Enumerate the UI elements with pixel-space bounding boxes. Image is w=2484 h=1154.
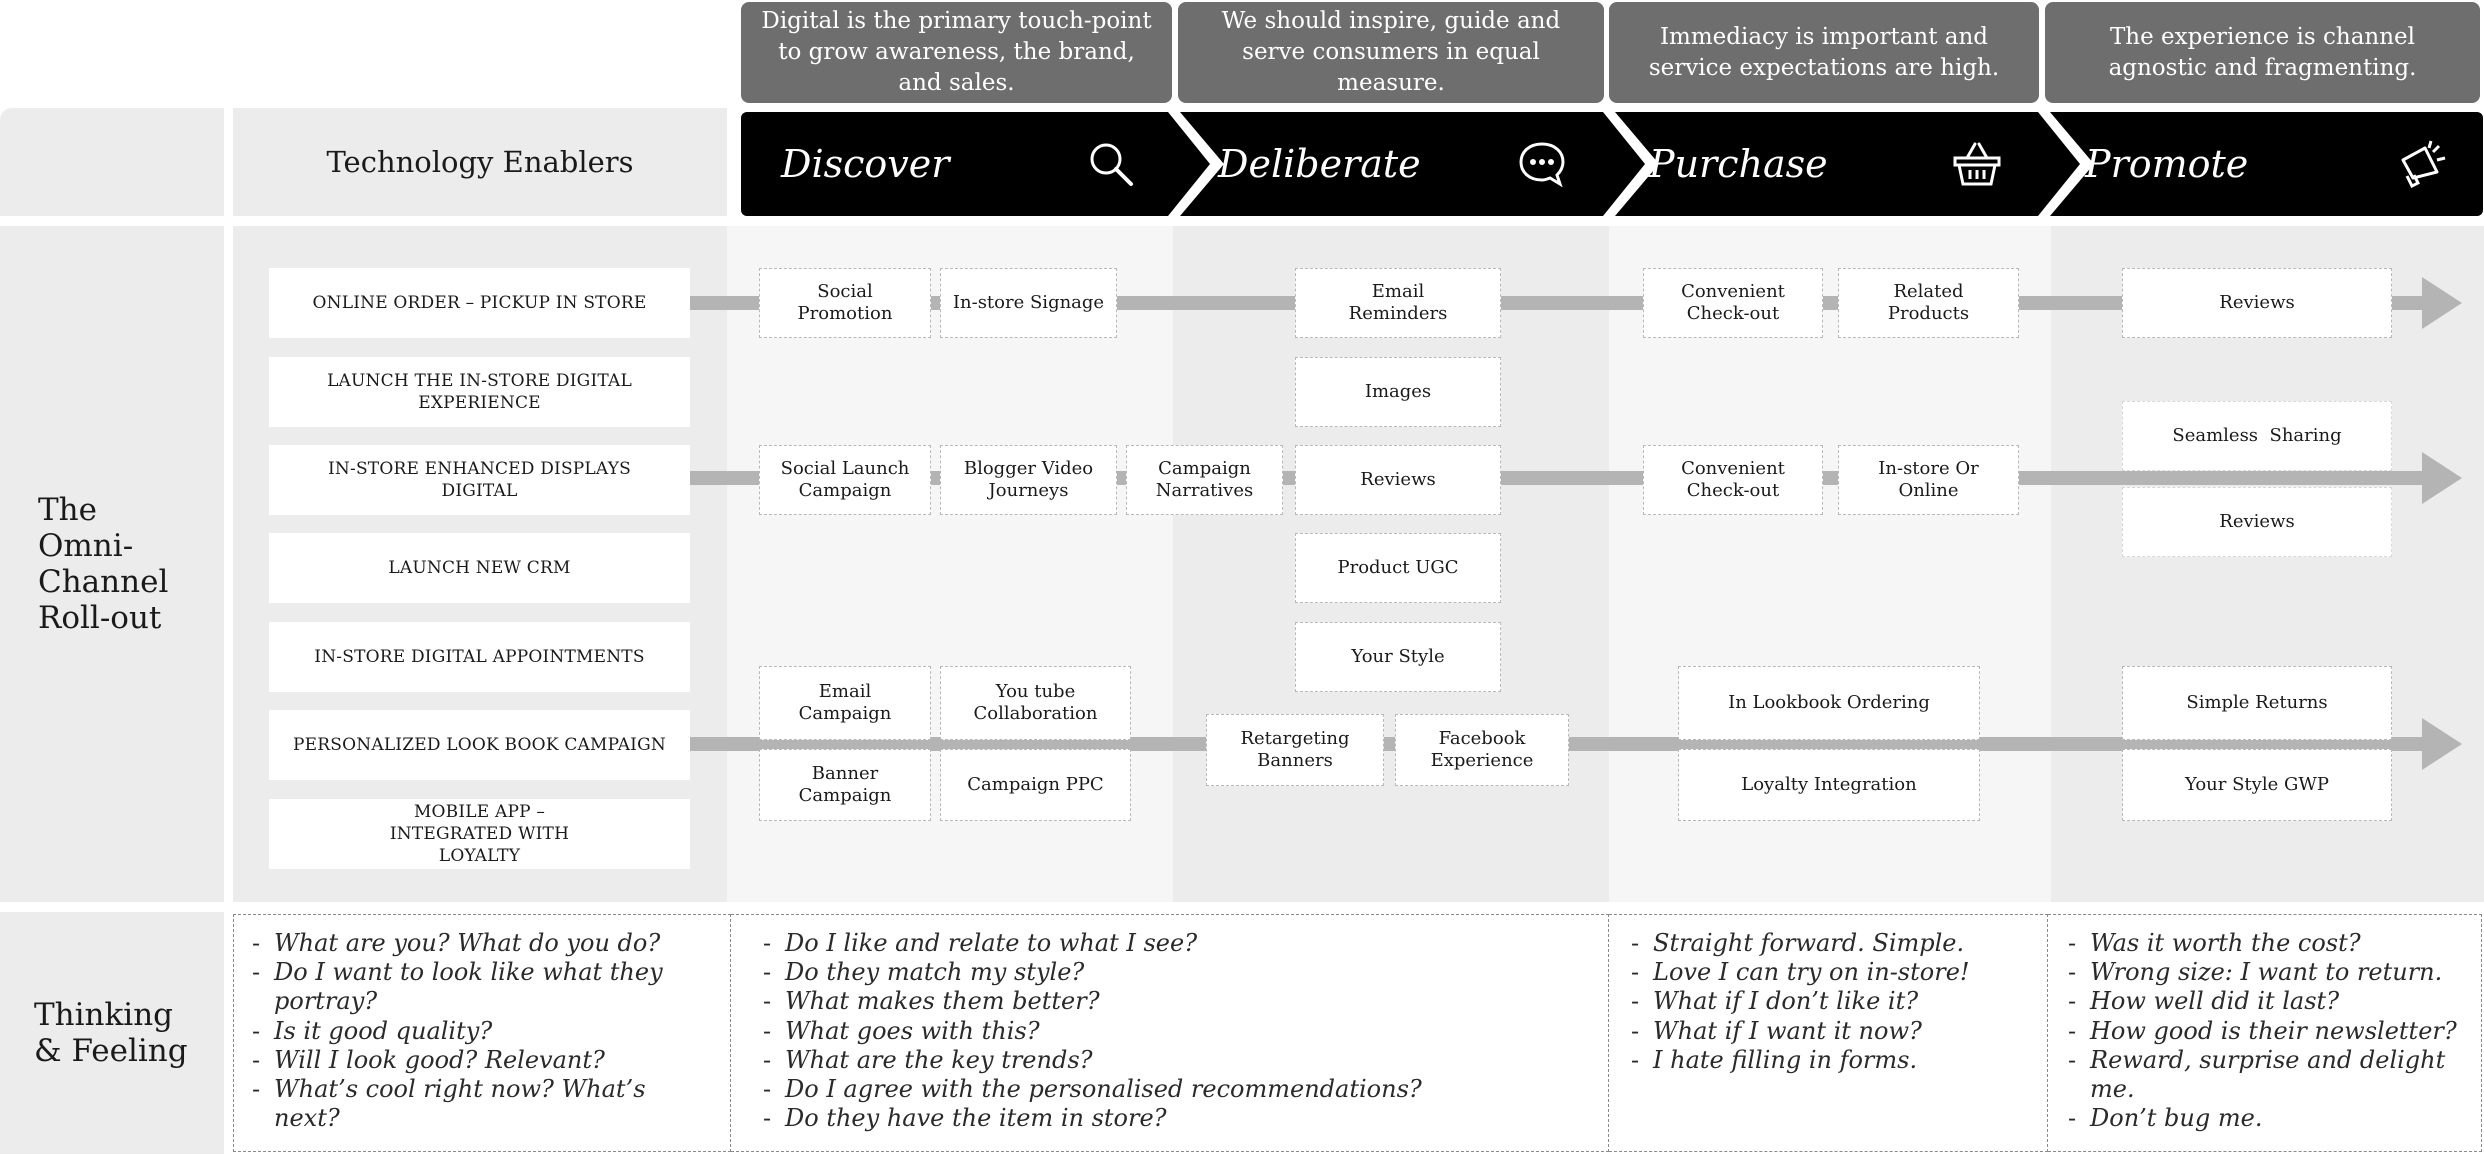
header-corner [0, 108, 224, 216]
stage-purchase-label: Purchase [1649, 142, 1828, 186]
thought-item: What’s cool right now? What’s next? [234, 1075, 716, 1133]
thought-item: Straight forward. Simple. [1613, 929, 2047, 958]
thinking-discover: What are you? What do you do? Do I want … [233, 914, 731, 1152]
touchpoint-box: Seamless Sharing [2122, 401, 2392, 471]
thought-item: What are you? What do you do? [234, 929, 716, 958]
thinking-deliberate-list: Do I like and relate to what I see? Do t… [731, 915, 1608, 1134]
thought-item: Don’t bug me. [2050, 1104, 2481, 1133]
thought-item: Do they match my style? [745, 958, 1608, 987]
stage-promote: Promote [2045, 112, 2483, 216]
stage-promote-label: Promote [2085, 142, 2249, 186]
arrow-head-lane-3 [2422, 718, 2462, 770]
speech-bubble-icon [1516, 138, 1568, 190]
thought-item: What goes with this? [745, 1017, 1608, 1046]
touchpoint-box: In Lookbook Ordering [1678, 666, 1980, 740]
stage-discover: Discover [741, 112, 1173, 216]
technology-enablers-header: Technology Enablers [233, 108, 727, 216]
touchpoint-box: In-store Or Online [1838, 445, 2019, 515]
touchpoint-box: Related Products [1838, 268, 2019, 338]
enabler-item: PERSONALIZED LOOK BOOK CAMPAIGN [269, 710, 690, 780]
callout-deliberate: We should inspire, guide and serve consu… [1178, 2, 1604, 103]
thought-item: What makes them better? [745, 987, 1608, 1016]
thinking-deliberate: Do I like and relate to what I see? Do t… [731, 914, 1609, 1152]
touchpoint-box: Email Campaign [759, 666, 931, 740]
stage-purchase: Purchase [1609, 112, 2039, 216]
enabler-item: IN-STORE DIGITAL APPOINTMENTS [269, 622, 690, 692]
thought-item: Is it good quality? [234, 1017, 716, 1046]
enabler-item: LAUNCH NEW CRM [269, 533, 690, 603]
thinking-purchase: Straight forward. Simple. Love I can try… [1609, 914, 2048, 1152]
arrow-head-lane-1 [2422, 277, 2462, 329]
chevron-separators [1168, 112, 2094, 216]
enabler-item: LAUNCH THE IN-STORE DIGITAL EXPERIENCE [269, 357, 690, 427]
callout-promote: The experience is channel agnostic and f… [2045, 2, 2480, 103]
enabler-item: IN-STORE ENHANCED DISPLAYS DIGITAL [269, 445, 690, 515]
thought-item: Love I can try on in-store! [1613, 958, 2047, 987]
stage-discover-label: Discover [781, 142, 950, 186]
touchpoint-box: Convenient Check-out [1643, 268, 1823, 338]
thought-item: What if I don’t like it? [1613, 987, 2047, 1016]
touchpoint-box: Reviews [2122, 268, 2392, 338]
callout-discover: Digital is the primary touch-point to gr… [741, 2, 1172, 103]
touchpoint-box: Product UGC [1295, 533, 1501, 603]
touchpoint-box: Simple Returns [2122, 666, 2392, 740]
thought-item: Was it worth the cost? [2050, 929, 2481, 958]
touchpoint-box: Social Promotion [759, 268, 931, 338]
touchpoint-box: Social Launch Campaign [759, 445, 931, 515]
stage-deliberate: Deliberate [1178, 112, 1604, 216]
thinking-promote-list: Was it worth the cost? Wrong size: I wan… [2048, 915, 2481, 1134]
touchpoint-box: Images [1295, 357, 1501, 427]
thought-item: Will I look good? Relevant? [234, 1046, 716, 1075]
touchpoint-box: Loyalty Integration [1678, 749, 1980, 821]
thinking-promote: Was it worth the cost? Wrong size: I wan… [2048, 914, 2482, 1152]
magnifier-icon [1085, 138, 1137, 190]
thought-item: How well did it last? [2050, 987, 2481, 1016]
thinking-feeling-label: Thinking & Feeling [0, 912, 224, 1154]
thought-item: Do I like and relate to what I see? [745, 929, 1608, 958]
touchpoint-box: Reviews [2122, 487, 2392, 557]
thinking-discover-list: What are you? What do you do? Do I want … [234, 915, 730, 1133]
touchpoint-box: Convenient Check-out [1643, 445, 1823, 515]
stage-deliberate-label: Deliberate [1218, 142, 1421, 186]
enabler-item: ONLINE ORDER – PICKUP IN STORE [269, 268, 690, 338]
thought-item: Do they have the item in store? [745, 1104, 1608, 1133]
thought-item: How good is their newsletter? [2050, 1017, 2481, 1046]
touchpoint-box: Campaign PPC [940, 749, 1131, 821]
thought-item: What are the key trends? [745, 1046, 1608, 1075]
enabler-item: MOBILE APP – INTEGRATED WITH LOYALTY [269, 799, 690, 869]
thinking-purchase-list: Straight forward. Simple. Love I can try… [1609, 915, 2047, 1075]
thought-item: Do I agree with the personalised recomme… [745, 1075, 1608, 1104]
omni-channel-label: The Omni-Channel Roll-out [0, 226, 224, 902]
touchpoint-box: Banner Campaign [759, 749, 931, 821]
touchpoint-box: Facebook Experience [1395, 714, 1569, 786]
touchpoint-box: Blogger Video Journeys [940, 445, 1117, 515]
thought-item: What if I want it now? [1613, 1017, 2047, 1046]
megaphone-icon [2395, 138, 2447, 190]
thought-item: I hate filling in forms. [1613, 1046, 2047, 1075]
thought-item: Reward, surprise and delight me. [2050, 1046, 2481, 1104]
thought-item: Wrong size: I want to return. [2050, 958, 2481, 987]
touchpoint-box: Retargeting Banners [1206, 714, 1384, 786]
arrow-head-lane-2 [2422, 452, 2462, 504]
callout-purchase: Immediacy is important and service expec… [1609, 2, 2039, 103]
touchpoint-box: Reviews [1295, 445, 1501, 515]
touchpoint-box: Campaign Narratives [1126, 445, 1283, 515]
touchpoint-box: Email Reminders [1295, 268, 1501, 338]
touchpoint-box: You tube Collaboration [940, 666, 1131, 740]
touchpoint-box: Your Style GWP [2122, 749, 2392, 821]
touchpoint-box: In-store Signage [940, 268, 1117, 338]
stage-bar [741, 112, 2483, 216]
touchpoint-box: Your Style [1295, 622, 1501, 692]
thought-item: Do I want to look like what they portray… [234, 958, 716, 1016]
basket-icon [1951, 138, 2003, 190]
